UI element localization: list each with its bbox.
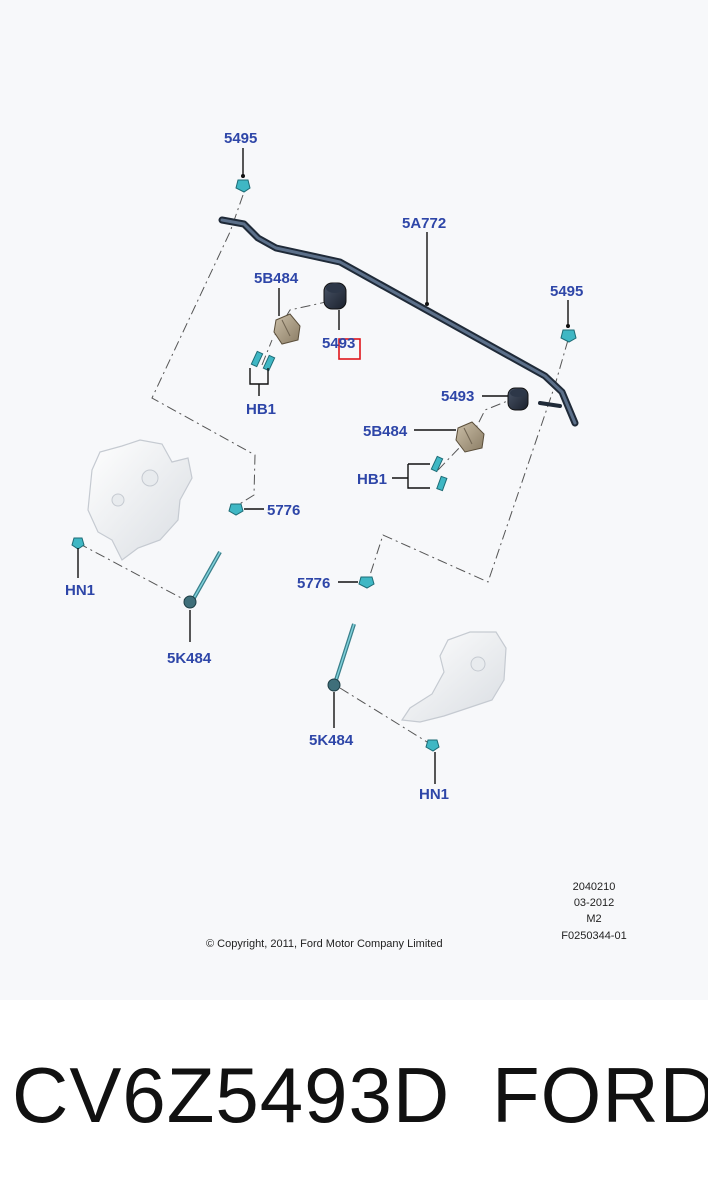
caption: CV6Z5493D FORD	[0, 1040, 708, 1170]
knuckle-right	[400, 631, 507, 723]
exploded-view-diagram: 5495 5A772 5B484 5493 5495 5493 5B484 HB…	[65, 130, 627, 950]
callout-hn1-left: HN1	[65, 582, 95, 599]
callout-labels: 5495 5A772 5B484 5493 5495 5493 5B484 HB…	[65, 130, 583, 803]
fasteners	[71, 179, 577, 752]
callout-5k484-right: 5K484	[309, 732, 354, 749]
diagram-area: 5495 5A772 5B484 5493 5495 5493 5B484 HB…	[65, 130, 627, 950]
metadata-line-1: 2040210	[573, 881, 616, 893]
leader-lines	[77, 148, 570, 784]
callout-5b484-right: 5B484	[363, 423, 408, 440]
callout-5a772: 5A772	[402, 215, 446, 232]
link-left	[183, 551, 222, 609]
bracket-right	[455, 421, 485, 453]
callout-5k484-left: 5K484	[167, 650, 212, 667]
callout-hn1-right: HN1	[419, 786, 449, 803]
metadata-line-2: 03-2012	[574, 897, 614, 909]
callout-5776-left: 5776	[267, 502, 300, 519]
callout-hb1-right: HB1	[357, 471, 387, 488]
metadata-line-4: F0250344-01	[561, 930, 626, 942]
part-number: CV6Z5493D	[12, 1051, 451, 1139]
callout-hb1-left: HB1	[246, 401, 276, 418]
callout-5493-right: 5493	[441, 388, 474, 405]
callout-5495-right: 5495	[550, 283, 583, 300]
knuckle-left	[87, 439, 193, 561]
bushing-right	[507, 387, 529, 411]
bushing-left	[323, 282, 347, 310]
callout-5495-top-left: 5495	[224, 130, 257, 147]
metadata-block: 2040210 03-2012 M2 F0250344-01	[561, 881, 626, 942]
callout-5493-left: 5493	[322, 335, 355, 352]
highlight-box	[338, 338, 361, 360]
bracket-left	[273, 313, 301, 345]
metadata-line-3: M2	[586, 913, 601, 925]
stabilizer-bar	[218, 216, 579, 427]
callout-5b484-left: 5B484	[254, 270, 299, 287]
copyright-notice: © Copyright, 2011, Ford Motor Company Li…	[206, 938, 443, 950]
brand-name: FORD	[492, 1051, 708, 1139]
callout-5776-right: 5776	[297, 575, 330, 592]
link-right	[327, 623, 356, 692]
